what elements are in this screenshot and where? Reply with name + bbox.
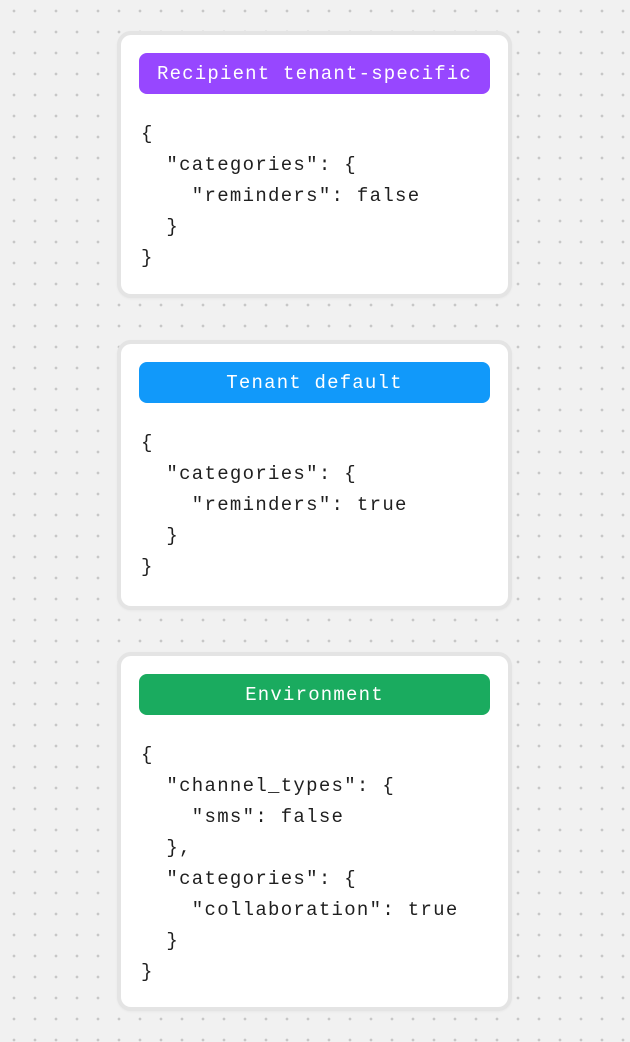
json-code-block-tenant: { "categories": { "reminders": true } } bbox=[141, 432, 408, 578]
card-tenant-default: Tenant default { "categories": { "remind… bbox=[117, 340, 512, 610]
json-code-block-recipient: { "categories": { "reminders": false } } bbox=[141, 123, 421, 269]
tenant-default-badge: Tenant default bbox=[139, 362, 490, 403]
recipient-tenant-specific-badge: Recipient tenant-specific bbox=[139, 53, 490, 94]
card-recipient-tenant-specific: Recipient tenant-specific { "categories"… bbox=[117, 31, 512, 298]
json-code-block-environment: { "channel_types": { "sms": false }, "ca… bbox=[141, 744, 459, 983]
environment-badge: Environment bbox=[139, 674, 490, 715]
card-environment: Environment { "channel_types": { "sms": … bbox=[117, 652, 512, 1011]
